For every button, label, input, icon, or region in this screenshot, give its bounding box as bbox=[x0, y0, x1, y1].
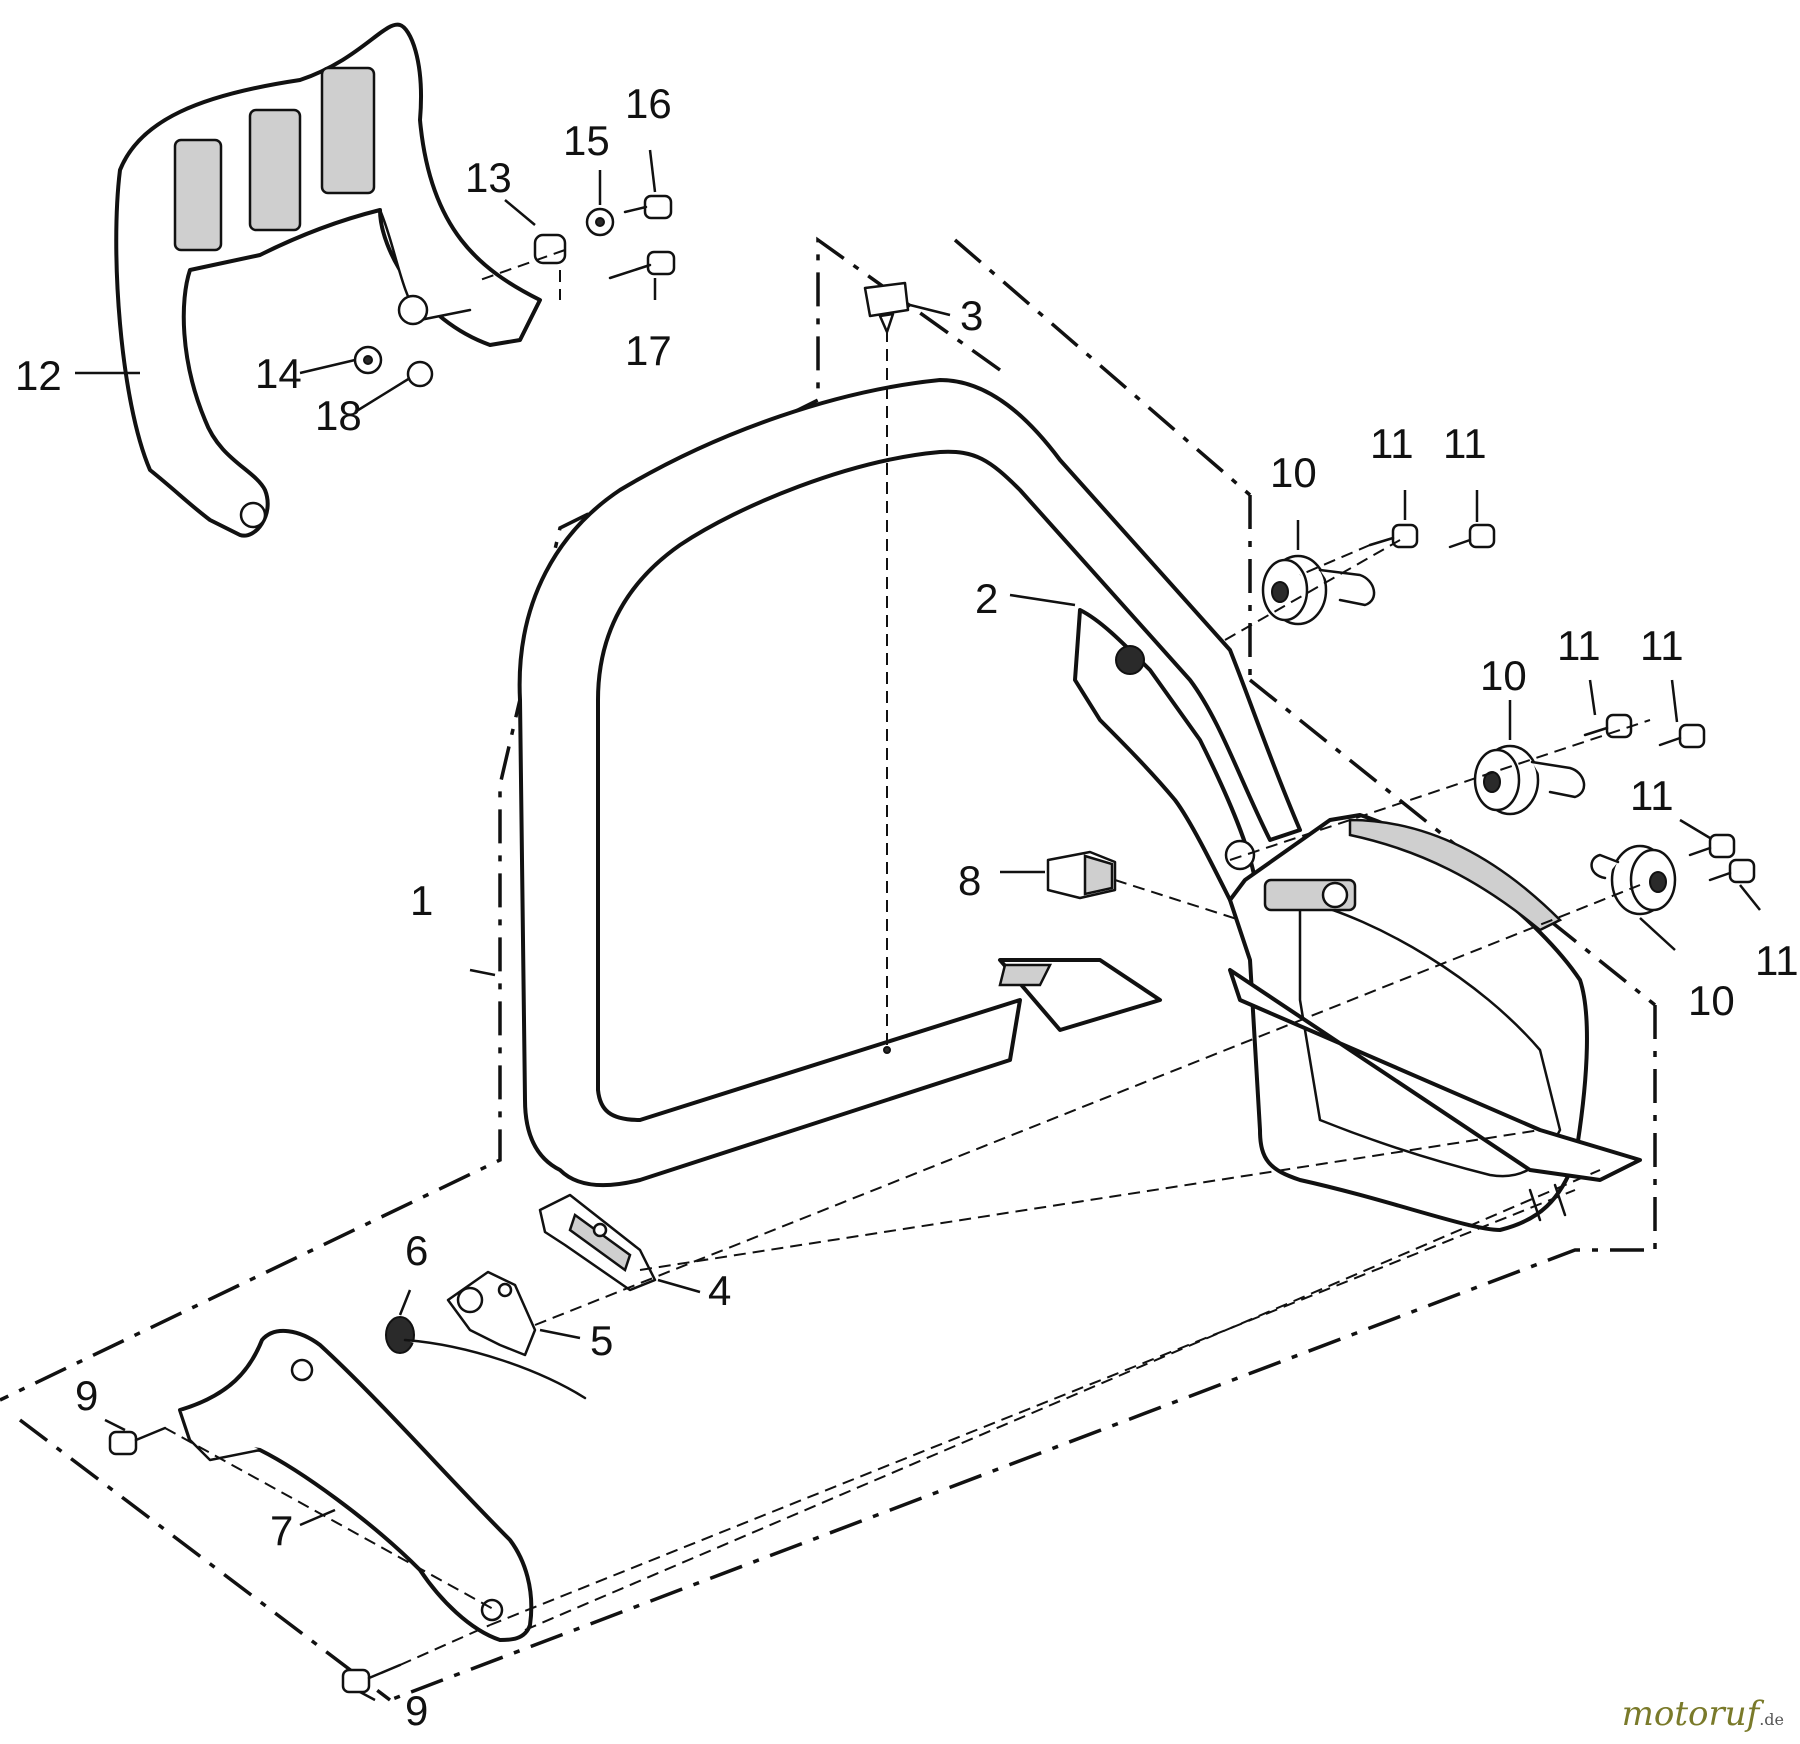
watermark-name: motoruf bbox=[1621, 1694, 1760, 1734]
hand-guard-12 bbox=[114, 22, 542, 538]
leader-lines bbox=[75, 149, 1761, 1702]
front-handle-1 bbox=[517, 378, 1302, 1188]
callout-10-middle: 10 bbox=[1480, 652, 1527, 699]
callout-8: 8 bbox=[958, 857, 981, 904]
callout-9-bottom: 9 bbox=[405, 1687, 428, 1734]
callout-labels: 1 2 3 4 5 6 7 8 9 9 10 10 10 11 11 11 11… bbox=[15, 80, 1799, 1734]
callout-11-d: 11 bbox=[1640, 622, 1684, 669]
bracket-4 bbox=[538, 1193, 657, 1292]
plug-3 bbox=[863, 281, 910, 1054]
spring-6 bbox=[385, 1316, 587, 1400]
callout-10-top: 10 bbox=[1270, 449, 1317, 496]
callout-1: 1 bbox=[410, 877, 433, 924]
callout-4: 4 bbox=[708, 1267, 731, 1314]
cap-8 bbox=[1046, 850, 1241, 921]
callout-5: 5 bbox=[590, 1317, 613, 1364]
callout-7: 7 bbox=[270, 1507, 293, 1554]
callout-11-f: 11 bbox=[1755, 937, 1799, 984]
callout-17: 17 bbox=[625, 327, 672, 374]
screws-9 bbox=[108, 1426, 402, 1694]
callout-13: 13 bbox=[465, 154, 512, 201]
callout-11-e: 11 bbox=[1630, 772, 1674, 819]
callout-6: 6 bbox=[405, 1227, 428, 1274]
callout-3: 3 bbox=[960, 292, 983, 339]
watermark-logo: motoruf.de bbox=[1622, 1694, 1784, 1734]
callout-11-c: 11 bbox=[1557, 622, 1601, 669]
boundary-lines bbox=[0, 236, 1657, 1702]
cover-7 bbox=[178, 1328, 534, 1642]
spring-10-top bbox=[1261, 554, 1376, 626]
spring-10-bottom bbox=[1590, 844, 1677, 916]
callout-9-top: 9 bbox=[75, 1372, 98, 1419]
lever-5 bbox=[446, 1270, 537, 1357]
callout-14: 14 bbox=[255, 350, 302, 397]
callout-11-a: 11 bbox=[1370, 420, 1414, 467]
callout-11-b: 11 bbox=[1443, 420, 1487, 467]
hardware-13-18 bbox=[353, 194, 676, 388]
watermark-tld: .de bbox=[1759, 1710, 1784, 1729]
callout-12: 12 bbox=[15, 352, 62, 399]
rear-handle-housing bbox=[1228, 813, 1642, 1232]
callout-18: 18 bbox=[315, 392, 362, 439]
alignment-lines bbox=[164, 539, 1651, 1666]
callout-16: 16 bbox=[625, 80, 672, 127]
callout-2: 2 bbox=[975, 575, 998, 622]
spring-10-middle bbox=[1473, 744, 1586, 816]
callout-10-bottom: 10 bbox=[1688, 977, 1735, 1024]
callout-15: 15 bbox=[563, 117, 610, 164]
